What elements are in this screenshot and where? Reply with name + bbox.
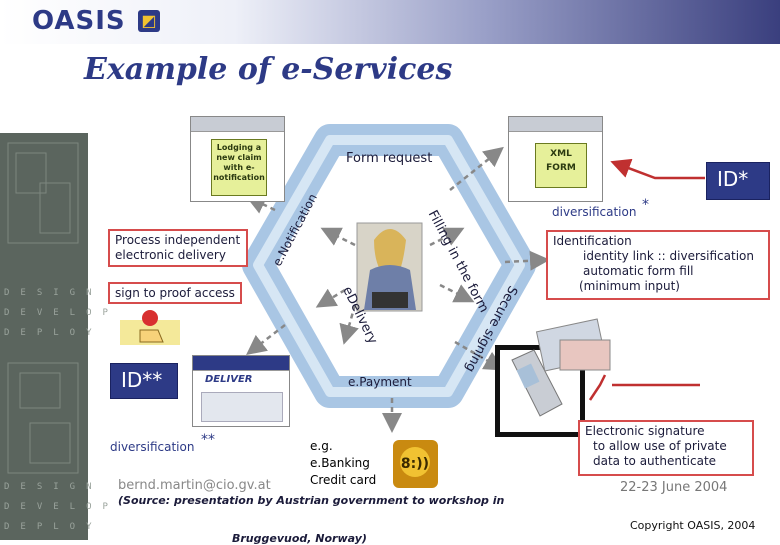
sidebar-label-deploy-2: DEPLOY: [4, 522, 103, 532]
esig-line-3: data to authenticate: [593, 454, 717, 468]
esig-line-2: to allow use of private: [593, 439, 727, 453]
payment-note-line-3: Credit card: [310, 473, 377, 487]
arrow-inner-3: [439, 283, 475, 303]
arrow-inner-5: [339, 304, 359, 345]
svg-text:8:)): 8:)): [401, 456, 429, 472]
cycle-label-epayment: e.Payment: [348, 375, 412, 389]
diversification-bottom-label: diversification: [110, 440, 195, 454]
xml-form-text: XML FORM: [535, 143, 587, 188]
id-star-badge: ID*: [706, 162, 770, 200]
sidebar-label-design: DESIGN: [4, 288, 103, 298]
deliver-text: DELIVER: [205, 374, 253, 385]
sidebar-label-deploy: DEPLOY: [4, 328, 103, 338]
sidebar-pattern-icon: [7, 142, 79, 474]
page-title: Example of e-Services: [84, 52, 453, 87]
oasis-logo: OASIS: [32, 6, 126, 36]
esig-line-1: Electronic signature: [585, 424, 705, 438]
deliver-screenshot: DELIVER: [192, 355, 290, 427]
id-double-star-badge: ID**: [110, 363, 178, 399]
diversification-top-label: diversification: [552, 205, 637, 219]
source-note: (Source: presentation by Austrian govern…: [118, 494, 505, 507]
xml-form-screenshot: XML FORM: [508, 116, 603, 202]
person-photo-icon: [356, 222, 423, 312]
arrow-inner-1: [320, 227, 356, 247]
red-arrow-id-star: [610, 158, 705, 180]
header-bar: [0, 0, 780, 44]
arrow-delivery: [246, 324, 286, 356]
identification-box: Identification identity link :: diversif…: [546, 230, 770, 300]
cycle-label-form-request: Form request: [346, 151, 433, 166]
sidebar-decoration: [0, 133, 88, 540]
copyright: Copyright OASIS, 2004: [630, 519, 756, 532]
sidebar-label-develop: DEVELOP: [4, 308, 119, 318]
sidebar-label-design-2: DESIGN: [4, 482, 103, 492]
identification-line-2: automatic form fill: [583, 264, 694, 278]
arrow-inner-2: [429, 227, 465, 247]
sign-to-proof-box: sign to proof access: [108, 282, 242, 304]
event-date: 22-23 June 2004: [620, 480, 728, 495]
payment-note-line-2: e.Banking: [310, 456, 370, 470]
arrow-inner-4: [315, 288, 346, 308]
electronic-signature-box: Electronic signature to allow use of pri…: [578, 420, 754, 476]
identification-title: Identification: [553, 234, 632, 248]
identification-line-3: (minimum input): [579, 279, 680, 293]
red-link-signature: [588, 374, 607, 401]
payment-logo-icon: 8:)): [393, 440, 438, 488]
payment-note-line-1: e.g.: [310, 439, 333, 453]
author-email: bernd.martin@cio.gv.at: [118, 478, 271, 493]
arrow-notification: [245, 195, 276, 214]
source-note-cut: Bruggevuod, Norway): [232, 532, 367, 545]
identification-line-1: identity link :: diversification: [583, 249, 754, 263]
lodging-claim-text: Lodging a new claim with e-notification: [211, 139, 267, 196]
diversification-bottom-mark: **: [201, 432, 215, 448]
oasis-logo-mark-icon: ◩: [138, 10, 160, 32]
process-independent-box: Process independent electronic delivery: [108, 229, 248, 267]
arrow-form: [449, 146, 504, 191]
diversification-top-mark: *: [642, 197, 649, 213]
pointer-hand-icon: [120, 310, 180, 345]
sidebar-label-develop-2: DEVELOP: [4, 502, 119, 512]
payment-note: e.g. e.Banking Credit card: [310, 438, 376, 489]
arrow-identification: [504, 250, 550, 271]
lodging-claim-screenshot: Lodging a new claim with e-notification: [190, 116, 285, 202]
credit-cards-icon: [535, 318, 611, 372]
